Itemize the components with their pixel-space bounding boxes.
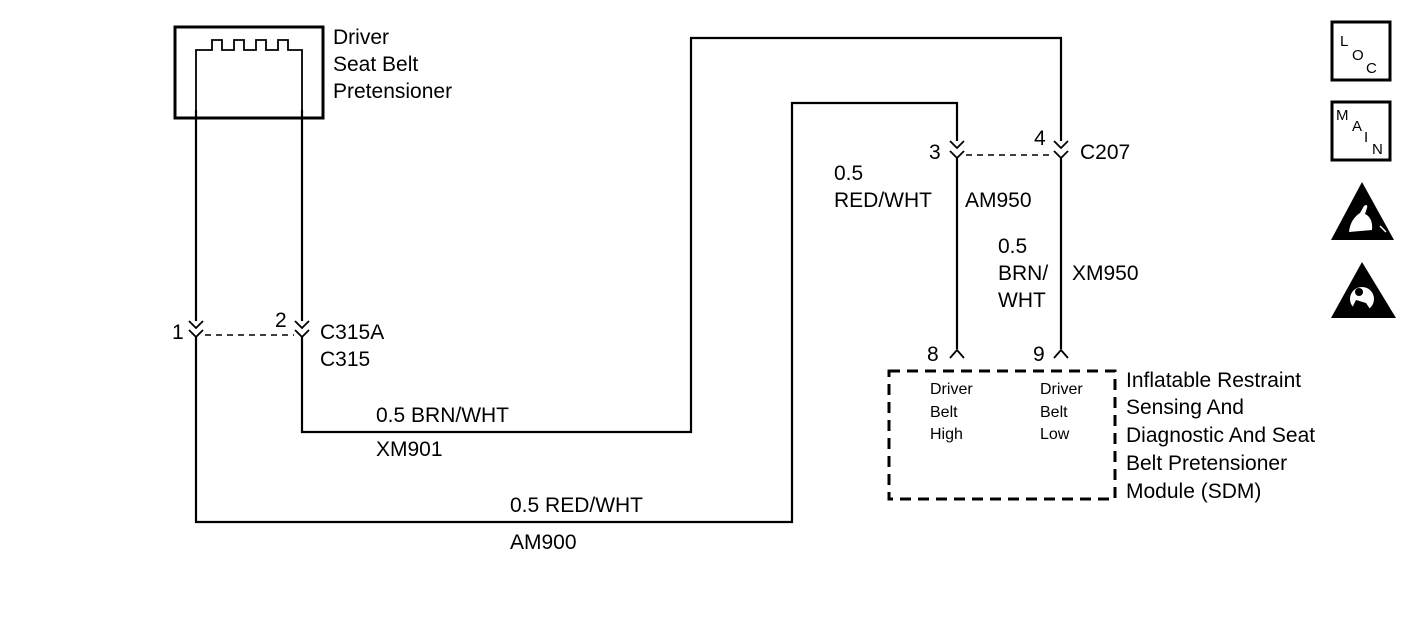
pin-2-number: 2 xyxy=(275,309,287,332)
sdm-label-line-1: Inflatable Restraint xyxy=(1126,369,1301,392)
sdm-label-line-5: Module (SDM) xyxy=(1126,480,1261,503)
wire-xm901-color-label: 0.5 BRN/WHT xyxy=(376,404,509,427)
pretensioner-label-line-2: Seat Belt xyxy=(333,53,418,76)
connector-c315a[interactable] xyxy=(188,320,310,339)
connector-pin-2-lower-chevron xyxy=(294,329,310,339)
wire-am900-color-label: 0.5 RED/WHT xyxy=(510,494,643,517)
connector-c207-label: C207 xyxy=(1080,141,1130,164)
connector-pin-3-upper-chevron xyxy=(949,140,965,150)
main-icon-letter-n: N xyxy=(1372,141,1383,158)
esd-warning-icon[interactable] xyxy=(1331,182,1394,240)
pretensioner-label-line-1: Driver xyxy=(333,26,389,49)
pretensioner-box xyxy=(173,25,325,120)
wire-am950-color-label: RED/WHT xyxy=(834,189,932,212)
sdm-low-label-line-3: Low xyxy=(1040,426,1070,443)
sdm-label-line-2: Sensing And xyxy=(1126,396,1244,419)
connector-pin-2-upper-chevron xyxy=(294,320,310,330)
loc-icon[interactable]: L O C xyxy=(1330,20,1392,82)
wire-xm950-circuit-label: XM950 xyxy=(1072,262,1139,285)
connector-c315-label: C315 xyxy=(320,348,370,371)
wire-xm901-circuit-label: XM901 xyxy=(376,438,443,461)
sdm-low-label-line-1: Driver xyxy=(1040,381,1083,398)
loc-icon-frame xyxy=(1330,20,1392,82)
loc-icon-letter-l: L xyxy=(1340,33,1348,50)
sdm-module[interactable] xyxy=(887,348,1117,501)
main-icon-letter-i: I xyxy=(1364,129,1368,146)
wire-am900-circuit-label: AM900 xyxy=(510,531,577,554)
sdm-pin-9-terminal xyxy=(1053,348,1069,359)
pretensioner-connector-symbol xyxy=(195,39,303,110)
wire-xm901[interactable] xyxy=(300,36,1063,434)
main-icon-frame xyxy=(1330,100,1392,162)
pin-3-number: 3 xyxy=(929,141,941,164)
sdm-label-line-4: Belt Pretensioner xyxy=(1126,452,1287,475)
connector-pin-4-lower-chevron xyxy=(1053,150,1069,160)
wire-xm950-gauge-label: 0.5 xyxy=(998,235,1027,258)
sdm-module-dashed-box xyxy=(887,369,1117,501)
connector-c315a-label: C315A xyxy=(320,321,384,344)
wire-am950-gauge-label: 0.5 xyxy=(834,162,863,185)
sdm-high-label-line-1: Driver xyxy=(930,381,973,398)
connector-c207[interactable] xyxy=(949,140,1069,160)
esd-spark-1 xyxy=(1375,203,1385,215)
sdm-high-label-line-2: Belt xyxy=(930,404,958,421)
connector-pin-1-upper-chevron xyxy=(188,320,204,330)
wire-am900[interactable] xyxy=(194,101,959,524)
connector-pin-1-lower-chevron xyxy=(188,329,204,339)
loc-icon-letter-o: O xyxy=(1352,47,1364,64)
wire-xm950-color-label-1: BRN/ xyxy=(998,262,1048,285)
sdm-label-line-3: Diagnostic And Seat xyxy=(1126,424,1315,447)
main-icon-letter-a: A xyxy=(1352,118,1362,135)
sdm-pin-8-number: 8 xyxy=(927,343,939,366)
sdm-low-label-line-2: Belt xyxy=(1040,404,1068,421)
wire-xm950-color-label-2: WHT xyxy=(998,289,1046,312)
loc-icon-letter-c: C xyxy=(1366,60,1377,77)
esd-hand-symbol xyxy=(1349,204,1373,232)
connector-pin-3-lower-chevron xyxy=(949,150,965,160)
pin-4-number: 4 xyxy=(1034,127,1046,150)
main-icon-letter-m: M xyxy=(1336,107,1349,124)
pretensioner-component[interactable] xyxy=(173,25,325,120)
connector-pin-4-upper-chevron xyxy=(1053,140,1069,150)
pin-1-number: 1 xyxy=(172,321,184,344)
sdm-pin-8-terminal xyxy=(949,348,965,359)
sdm-high-label-line-3: High xyxy=(930,426,963,443)
sdm-pin-9-number: 9 xyxy=(1033,343,1045,366)
airbag-warning-icon[interactable] xyxy=(1331,262,1396,318)
airbag-occupant-body xyxy=(1350,300,1372,312)
pretensioner-label-line-3: Pretensioner xyxy=(333,80,452,103)
wire-am950-circuit-label: AM950 xyxy=(965,189,1032,212)
main-icon[interactable]: M A I N xyxy=(1330,100,1392,162)
airbag-occupant-head xyxy=(1355,288,1363,296)
esd-spark-2 xyxy=(1379,225,1387,233)
